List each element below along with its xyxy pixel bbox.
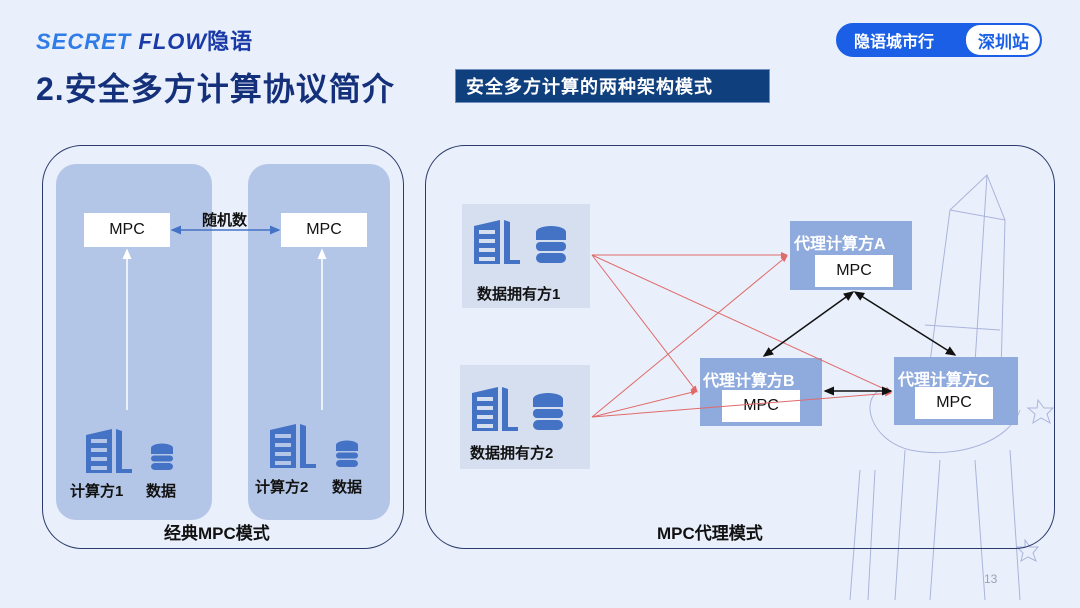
proxy-party-a-label: 代理计算方A [794, 236, 886, 253]
building-icon [270, 424, 316, 468]
proxy-a-mpc-node: MPC [815, 255, 893, 287]
data-owner-1-label: 数据拥有方1 [477, 286, 561, 303]
proxy-party-c-label: 代理计算方C [898, 372, 990, 389]
logo-part-secret: SECRET [36, 29, 132, 54]
proxy-a-b-link-arrow [762, 291, 855, 357]
database-icon [151, 443, 173, 470]
proxy-a-c-link-arrow [853, 291, 957, 356]
page-number: 13 [984, 572, 998, 586]
secretflow-logo: SECRET FLOW隐语 [36, 24, 253, 56]
mpc-node-party-1: MPC [84, 213, 170, 247]
proxy-party-b-label: 代理计算方B [703, 373, 795, 390]
database-icon [336, 440, 358, 467]
random-number-label: 随机数 [202, 212, 248, 229]
proxy-mode-caption: MPC代理模式 [657, 524, 763, 543]
compute-party-1-label: 计算方1 [70, 483, 124, 500]
proxy-c-mpc-node: MPC [915, 387, 993, 419]
classic-mpc-caption: 经典MPC模式 [164, 524, 270, 543]
database-icon [536, 226, 566, 263]
classic-mpc-panel [42, 145, 404, 549]
city-tour-label: 隐语城市行 [854, 34, 935, 51]
city-tour-badge: 隐语城市行 深圳站 [836, 23, 1042, 57]
mpc-node-party-2: MPC [281, 213, 367, 247]
owner-2-to-proxy-a-arrow [591, 255, 788, 418]
building-icon [474, 220, 520, 264]
logo-part-chinese: 隐语 [207, 29, 254, 54]
proxy-mpc-panel [425, 145, 1055, 549]
page-title: 2.安全多方计算协议简介 [36, 71, 395, 107]
database-icon [533, 393, 563, 430]
section-subtitle: 安全多方计算的两种架构模式 [455, 69, 770, 103]
city-station-label: 深圳站 [966, 25, 1040, 55]
building-icon [472, 387, 518, 431]
owner-1-to-proxy-b-arrow [591, 254, 698, 393]
proxy-party-c-box: 代理计算方C MPC [894, 357, 1018, 425]
data-owner-2-label: 数据拥有方2 [470, 445, 554, 462]
owner-1-to-proxy-c-arrow [591, 254, 892, 393]
building-icon [86, 429, 132, 473]
logo-part-flow: FLOW [138, 29, 208, 54]
owner-2-to-proxy-b-arrow [591, 389, 698, 418]
compute-party-2-label: 计算方2 [255, 479, 309, 496]
proxy-party-b-box: 代理计算方B MPC [700, 358, 822, 426]
proxy-party-a-box: 代理计算方A MPC [790, 221, 912, 290]
party-1-data-label: 数据 [146, 483, 177, 500]
party-2-data-label: 数据 [332, 479, 363, 496]
owner-2-to-proxy-c-arrow [591, 390, 892, 418]
